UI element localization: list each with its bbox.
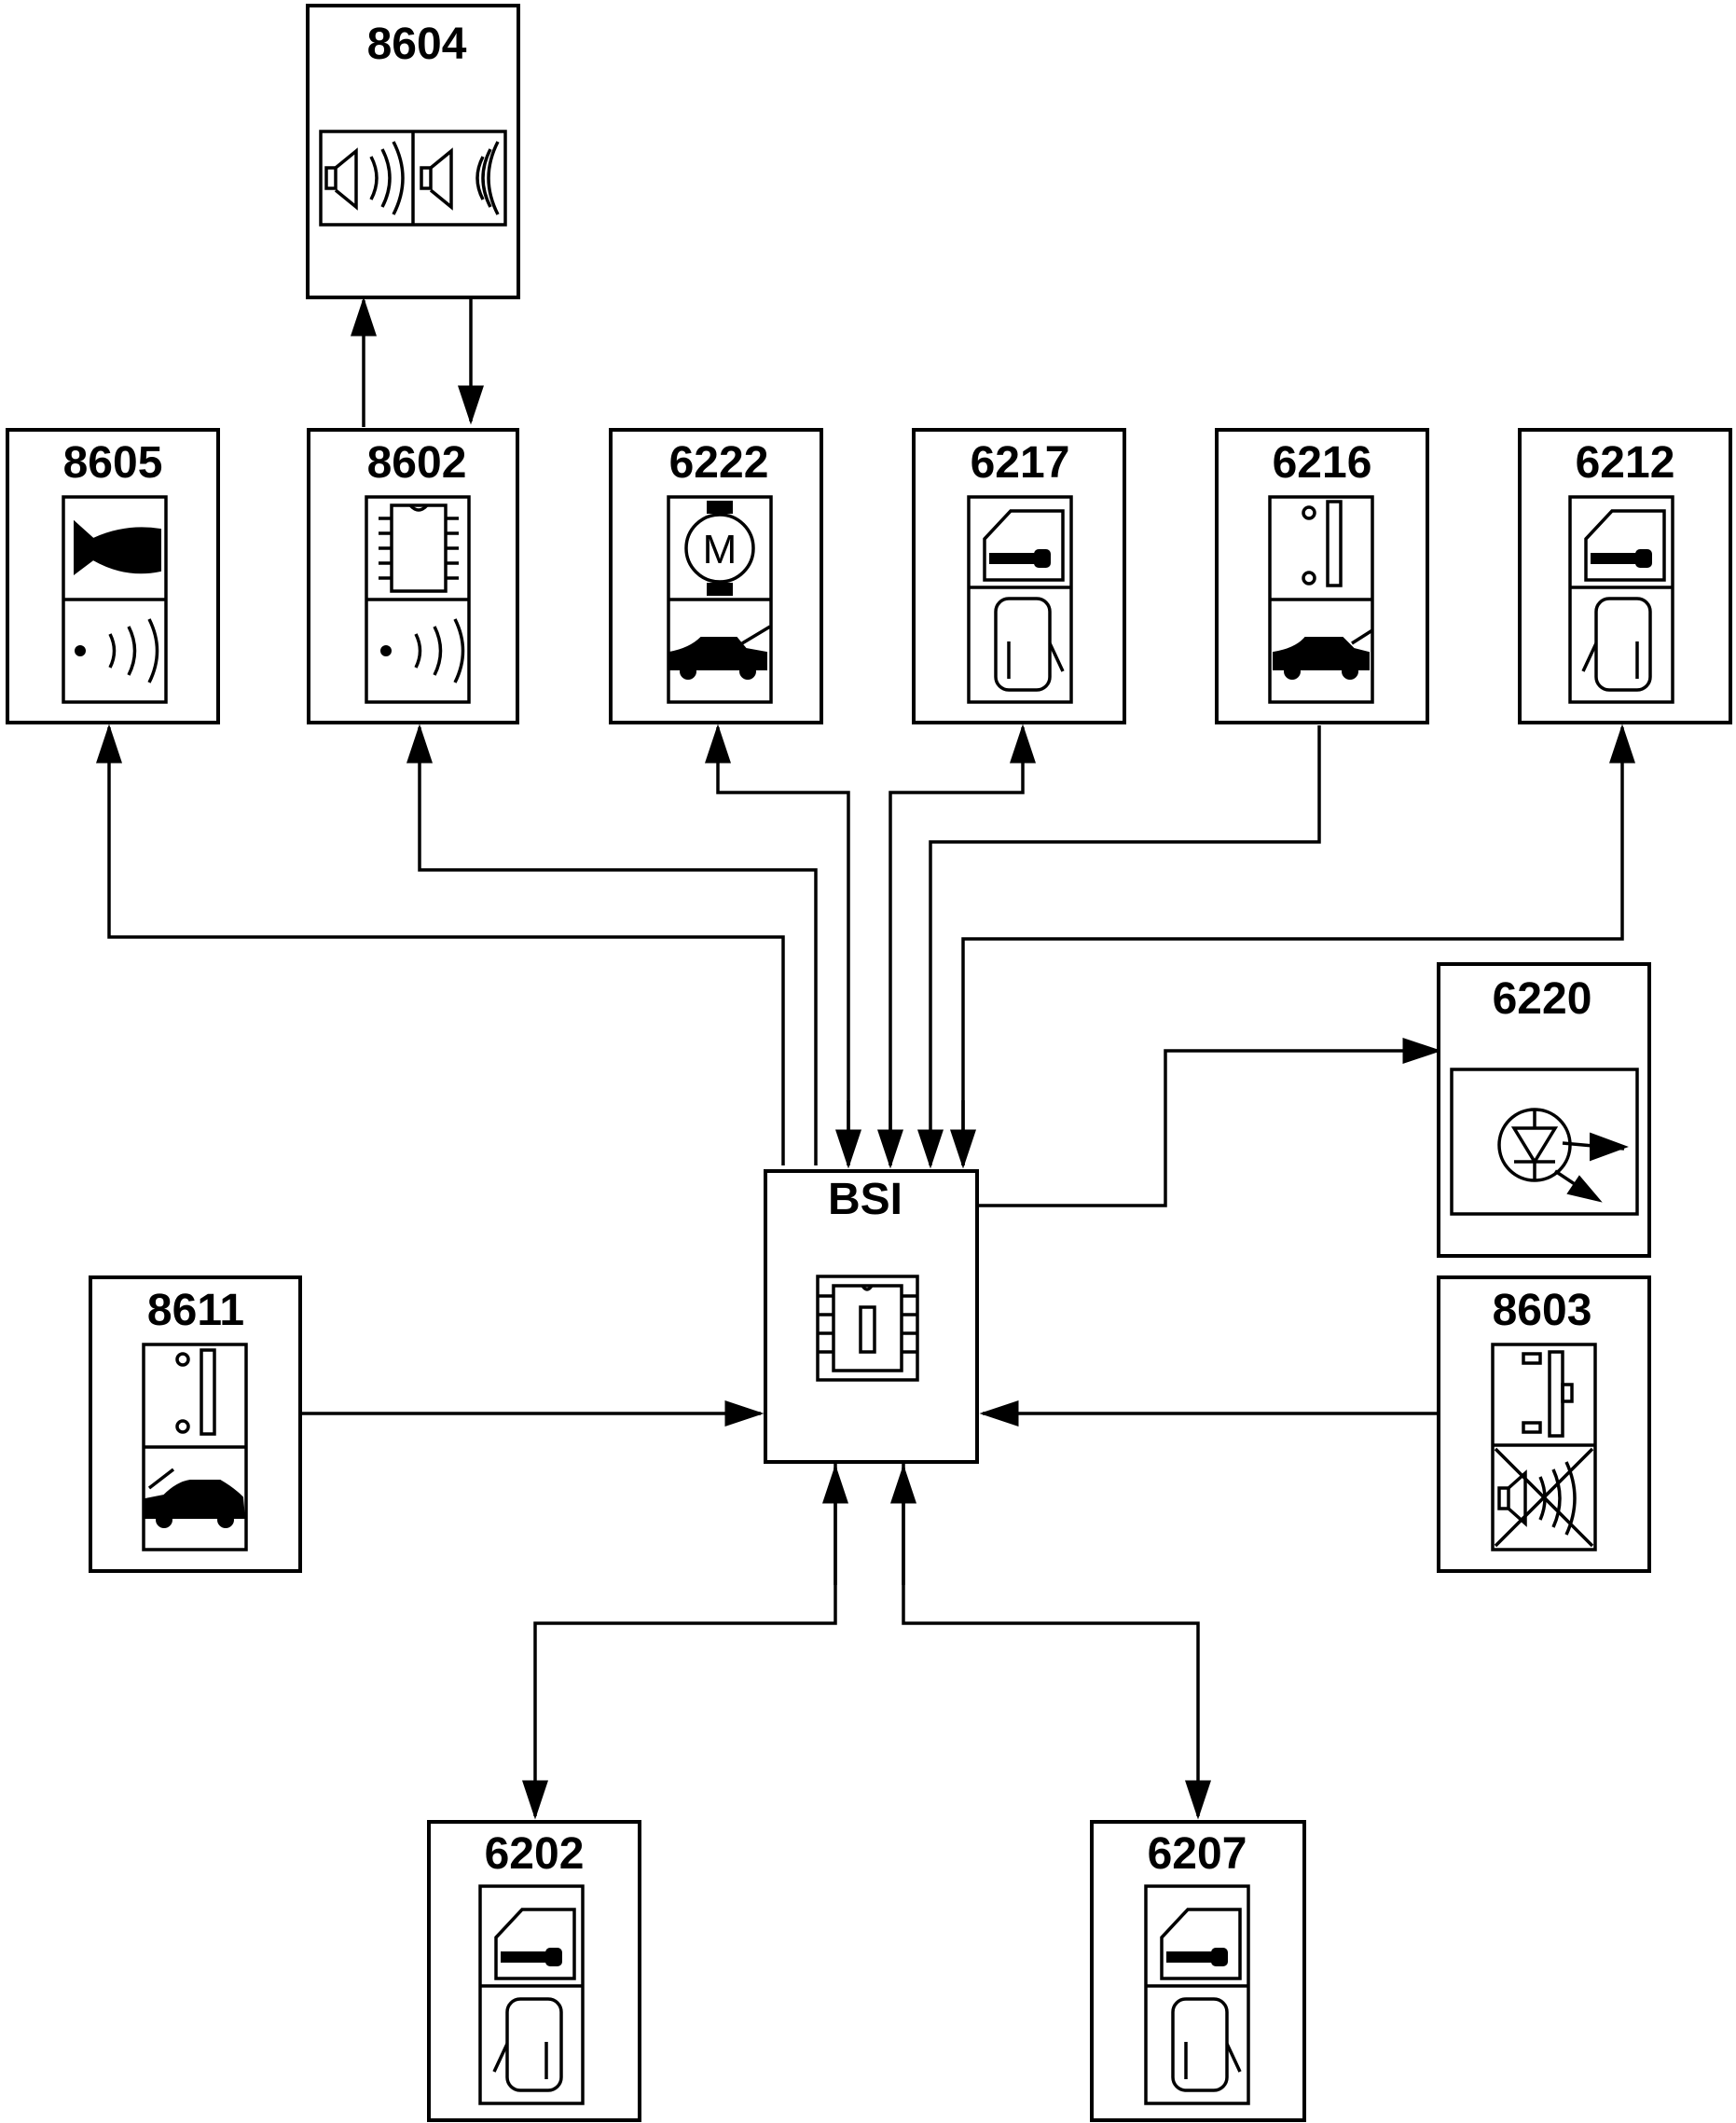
component-6202: 6202 [427, 1820, 641, 2122]
speakers-icon [319, 130, 507, 227]
door-open-icon [994, 597, 1065, 692]
alarm-off-icon [1494, 1447, 1594, 1548]
component-6216: 6216 [1215, 428, 1429, 724]
door-lock-icon [983, 509, 1065, 582]
door-open-icon [492, 1997, 563, 2092]
component-label: 6220 [1493, 974, 1592, 1024]
door-lock-icon [494, 1908, 576, 1980]
component-8611: 8611 [89, 1275, 302, 1573]
siren-horn-icon [74, 519, 161, 575]
ultrasonic-sensor-icon [380, 618, 465, 683]
chip-icon [816, 1275, 919, 1382]
component-8605: 8605 [6, 428, 220, 724]
wire-bsi-to-6207 [902, 1462, 1211, 1820]
component-label: 8605 [63, 438, 163, 488]
door-lock-icon [1584, 509, 1666, 582]
component-6217: 6217 [912, 428, 1126, 724]
motor-icon: M [684, 501, 755, 596]
component-8602: 8602 [307, 428, 519, 724]
component-8604: 8604 [306, 4, 520, 299]
key-switch-icon [1522, 1350, 1574, 1438]
car-hood-open-icon [668, 625, 771, 680]
component-label: 6222 [669, 438, 769, 488]
wire-6212-bsi [961, 724, 1635, 1165]
ultrasonic-sensor-icon [75, 618, 159, 683]
wire-bsi-to-8605 [96, 724, 785, 1165]
component-label: 6217 [971, 438, 1070, 488]
component-label: 6207 [1148, 1829, 1247, 1879]
switch-icon [1302, 500, 1343, 587]
wire-6222-bsi [705, 724, 850, 1165]
component-label: 8602 [367, 438, 467, 488]
door-open-icon [1171, 1997, 1242, 2092]
component-label: 6202 [485, 1829, 585, 1879]
component-6220: 6220 [1437, 962, 1651, 1258]
wire-bsi-to-6220 [977, 1038, 1442, 1207]
wire-bsi-to-6202 [522, 1462, 837, 1820]
car-trunk-open-icon [1273, 628, 1373, 680]
door-lock-icon [1160, 1908, 1242, 1980]
component-6212: 6212 [1518, 428, 1732, 724]
component-label: 8604 [367, 20, 467, 69]
component-label: 8611 [147, 1286, 244, 1335]
car-hood-open-icon [145, 1468, 246, 1528]
bsi-label: BSI [828, 1175, 902, 1224]
component-label: 6212 [1576, 438, 1675, 488]
door-open-icon [1581, 597, 1652, 692]
component-6207: 6207 [1090, 1820, 1306, 2122]
wire-6216-to-bsi [917, 725, 1321, 1169]
component-label: 6216 [1273, 438, 1372, 488]
switch-icon [175, 1348, 216, 1436]
component-label: 8603 [1493, 1286, 1592, 1335]
component-8603: 8603 [1437, 1275, 1651, 1573]
component-6222: 6222 M [609, 428, 823, 724]
wire-6217-bsi [889, 724, 1036, 1165]
chip-icon [379, 503, 459, 593]
led-icon [1497, 1108, 1629, 1203]
connection-wires [96, 295, 1635, 1820]
bsi-unit: BSI [764, 1169, 979, 1464]
svg-text:M: M [703, 527, 737, 572]
wire-bsi-to-8602 [406, 724, 818, 1165]
